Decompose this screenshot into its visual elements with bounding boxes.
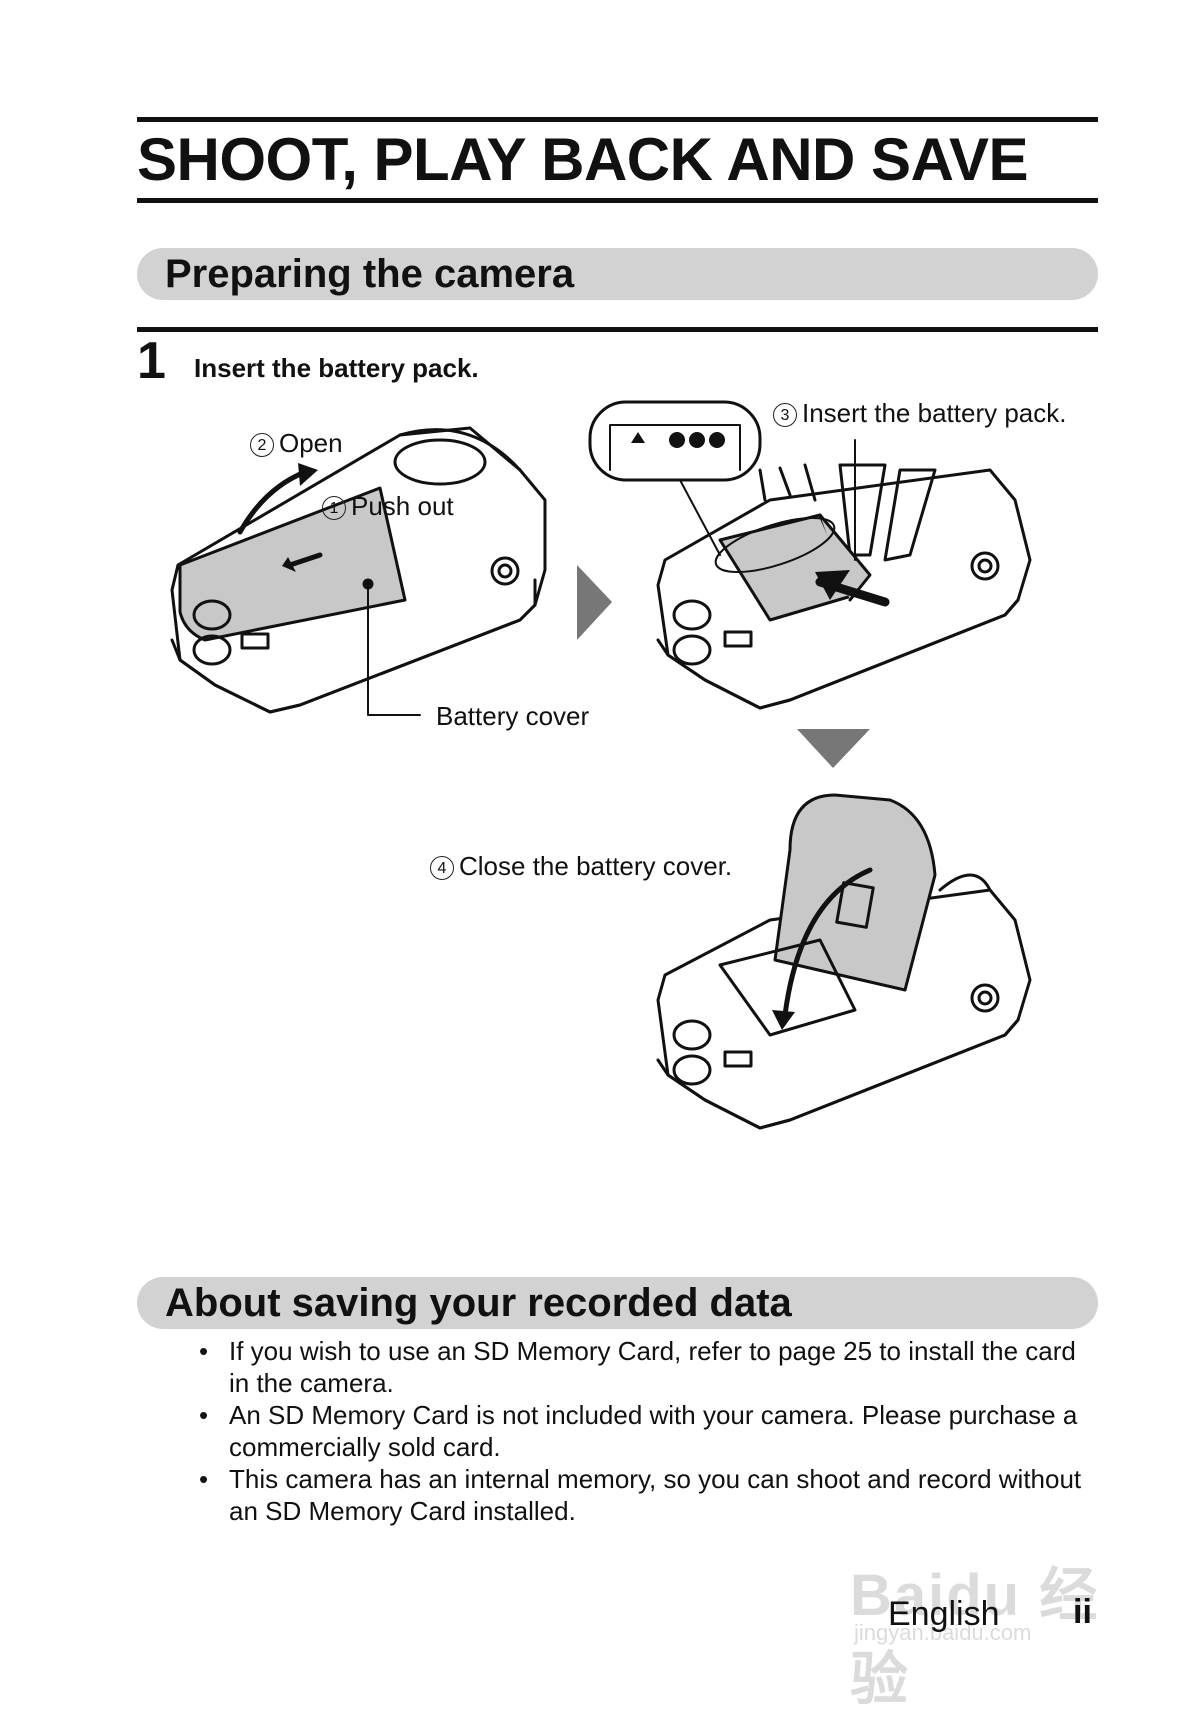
step-marker-4: 4 (430, 856, 454, 880)
list-item: This camera has an internal memory, so y… (197, 1463, 1097, 1527)
section-header-saving: About saving your recorded data (137, 1277, 1098, 1329)
saving-notes-list: If you wish to use an SD Memory Card, re… (197, 1335, 1097, 1527)
callout-open-text: Open (279, 428, 343, 458)
title-underline-rule (137, 198, 1098, 203)
step-instruction: Insert the battery pack. (194, 353, 479, 383)
watermark-url: jingyan.baidu.com (854, 1620, 1032, 1645)
section-title-preparing: Preparing the camera (165, 252, 575, 296)
arrow-right-icon (577, 565, 612, 640)
page-title: SHOOT, PLAY BACK AND SAVE (137, 126, 1029, 193)
step-rule (137, 327, 1098, 332)
callout-battery-cover: Battery cover (436, 701, 590, 731)
arrow-down-icon (797, 729, 870, 768)
step-marker-2: 2 (250, 433, 274, 457)
camera-1-illustration (170, 426, 547, 716)
step-marker-1: 1 (322, 496, 346, 520)
footer-language: English (888, 1595, 1000, 1633)
step-number: 1 (137, 332, 166, 390)
battery-illustration (170, 400, 1032, 1130)
section-title-saving: About saving your recorded data (165, 1281, 792, 1325)
callout-close-text: Close the battery cover. (459, 851, 733, 881)
camera-3-illustration (656, 793, 1032, 1130)
callout-push-out-text: Push out (351, 491, 454, 521)
section-header-preparing: Preparing the camera (137, 248, 1098, 300)
camera-2-illustration (588, 400, 1032, 710)
step-marker-3: 3 (773, 403, 797, 427)
top-rule (137, 117, 1098, 122)
list-item: If you wish to use an SD Memory Card, re… (197, 1335, 1097, 1399)
list-item: An SD Memory Card is not included with y… (197, 1399, 1097, 1463)
callout-insert-text: Insert the battery pack. (802, 398, 1067, 428)
page-number: ii (1073, 1593, 1092, 1631)
